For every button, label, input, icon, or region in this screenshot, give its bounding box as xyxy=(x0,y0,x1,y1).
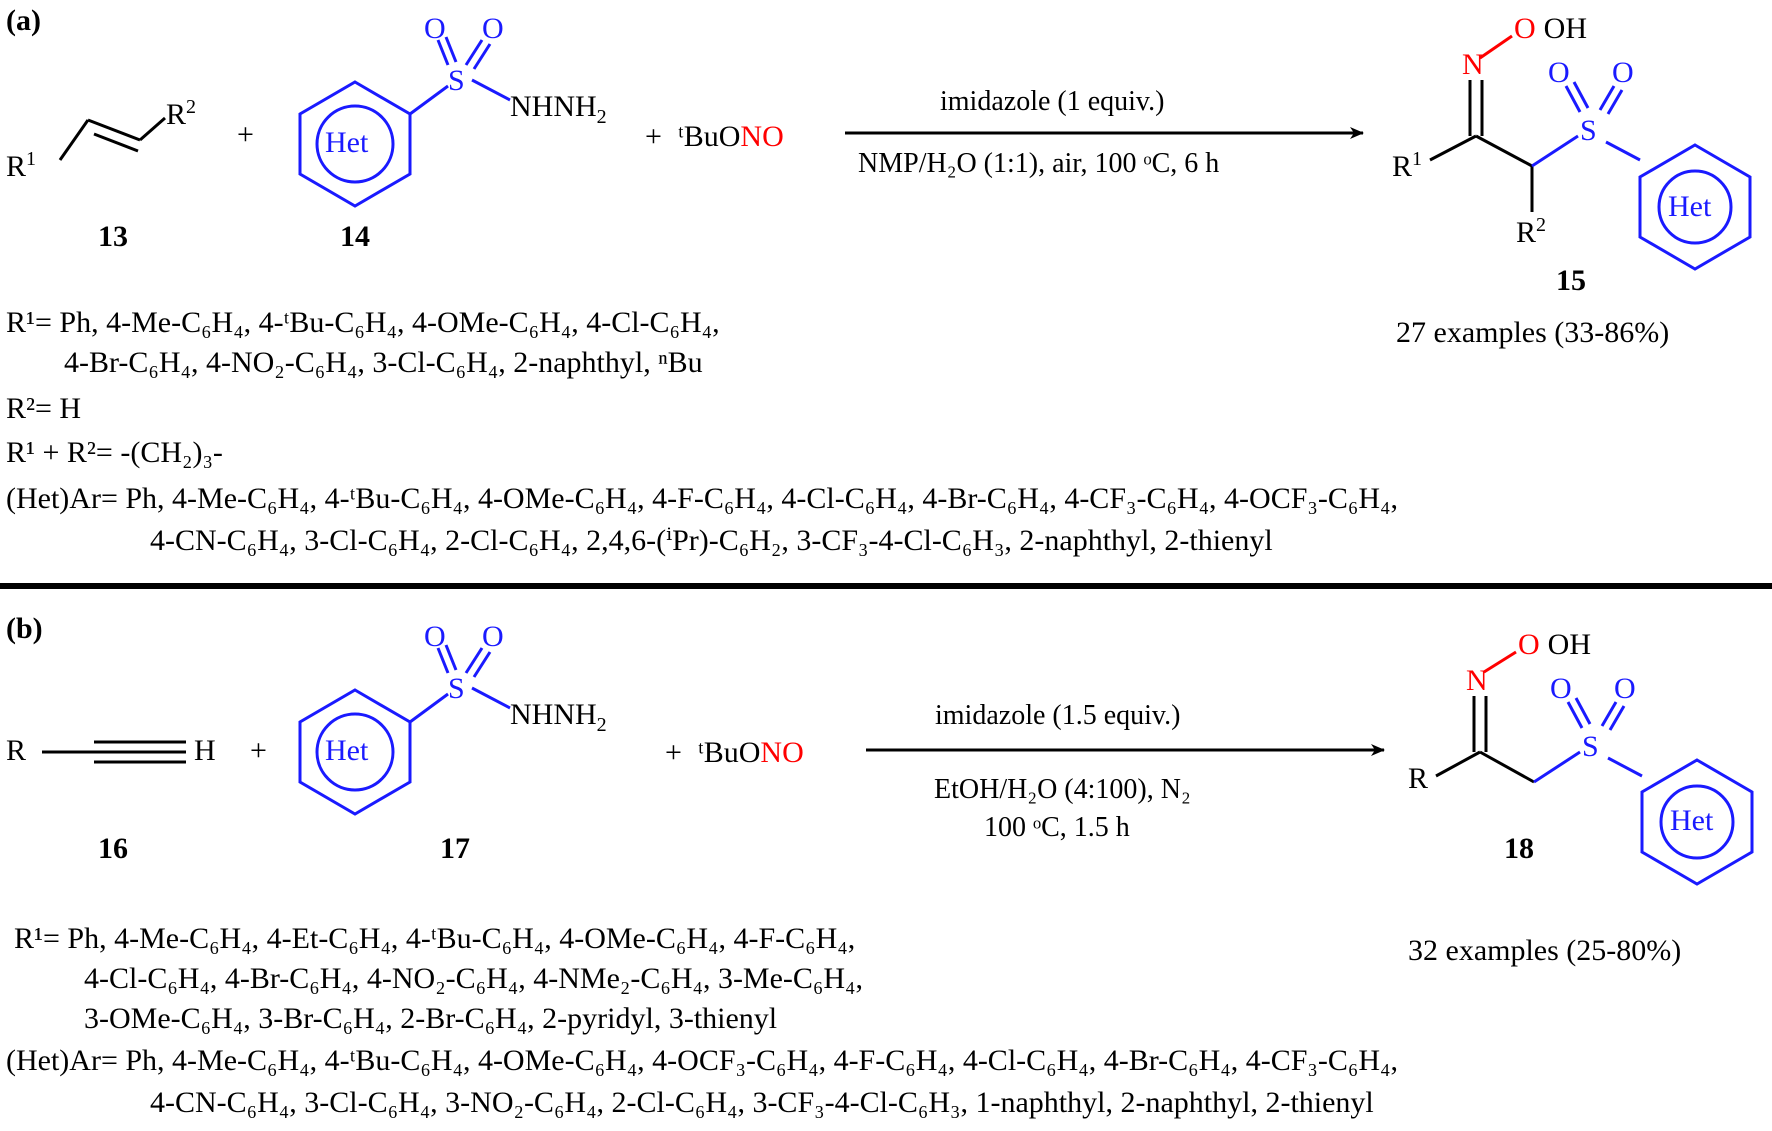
product-15-oxygen-a: O xyxy=(1548,56,1570,89)
scope-a-ar-line1: (Het)Ar= Ph, 4-Me-C₆H₄, 4-ᵗBu-C₆H₄, 4-OM… xyxy=(6,482,1398,515)
panel-a-tag: (a) xyxy=(6,4,41,37)
benzene-ring-18 xyxy=(1640,758,1754,886)
product-15-skeleton xyxy=(1429,80,1534,212)
compound-label-16: 16 xyxy=(98,832,128,865)
conditions-b-mid: EtOH/H₂O (4:100), N₂ xyxy=(934,774,1191,805)
product-15-nitrogen: N xyxy=(1462,48,1484,81)
tert-butyl-nitrite-b: ᵗBuONO xyxy=(698,736,804,769)
hydrazide-14: NHNH2 xyxy=(510,90,607,128)
scope-a-r1-line2: 4-Br-C₆H₄, 4-NO₂-C₆H₄, 3-Cl-C₆H₄, 2-naph… xyxy=(64,346,703,379)
scope-b-r1-line3: 3-OMe-C₆H₄, 3-Br-C₆H₄, 2-Br-C₆H₄, 2-pyri… xyxy=(84,1002,778,1035)
scope-b-r1-line2: 4-Cl-C₆H₄, 4-Br-C₆H₄, 4-NO₂-C₆H₄, 4-NMe₂… xyxy=(84,962,864,995)
alkyne-16 xyxy=(42,740,186,764)
het-label-14: Het xyxy=(325,126,369,159)
scope-b-r1-line1: R¹= Ph, 4-Me-C₆H₄, 4-Et-C₆H₄, 4-ᵗBu-C₆H₄… xyxy=(14,922,856,955)
product-18-oxygen-a: O xyxy=(1550,672,1572,705)
panel-divider xyxy=(0,583,1772,589)
examples-a: 27 examples (33-86%) xyxy=(1396,316,1670,349)
conditions-b-top: imidazole (1.5 equiv.) xyxy=(935,700,1181,731)
conditions-a-bottom: NMP/H₂O (1:1), air, 100 ᵒC, 6 h xyxy=(858,148,1220,179)
scope-a-r1r2: R¹ + R²= -(CH₂)₃- xyxy=(6,436,223,469)
scope-a-ar-line2: 4-CN-C₆H₄, 3-Cl-C₆H₄, 2-Cl-C₆H₄, 2,4,6-(… xyxy=(150,524,1273,557)
product-15-r1: R1 xyxy=(1392,148,1423,183)
scope-a-r2: R²= H xyxy=(6,392,82,425)
product-18-skeleton xyxy=(1435,696,1535,784)
compound-label-17: 17 xyxy=(440,832,470,865)
product-18-nitrogen: N xyxy=(1466,664,1488,697)
plus-sign-a2: + xyxy=(645,120,662,153)
tert-butyl-nitrite-a: ᵗBuONO xyxy=(678,120,784,153)
sulfonyl-oxygen-17b: O xyxy=(482,620,504,653)
sulfur-14: S xyxy=(448,64,465,97)
benzene-ring-15 xyxy=(1638,143,1752,271)
product-18-sulfur: S xyxy=(1582,730,1599,763)
alkyne-h-label: H xyxy=(194,734,216,767)
conditions-a-top: imidazole (1 equiv.) xyxy=(940,86,1165,117)
scope-b-ar-line2: 4-CN-C₆H₄, 3-Cl-C₆H₄, 3-NO₂-C₆H₄, 2-Cl-C… xyxy=(150,1086,1374,1119)
het-label-17: Het xyxy=(325,734,369,767)
product-18-oxime xyxy=(1483,650,1517,674)
plus-sign-a1: + xyxy=(237,118,254,151)
product-15-sulfonyl xyxy=(1531,81,1641,168)
panel-b-tag: (b) xyxy=(6,612,43,645)
examples-b: 32 examples (25-80%) xyxy=(1408,934,1682,967)
sulfonyl-oxygen-17a: O xyxy=(424,620,446,653)
product-18-r: R xyxy=(1408,762,1429,795)
compound-label-18: 18 xyxy=(1504,832,1534,865)
het-label-18: Het xyxy=(1670,804,1714,837)
product-18-oxygen-b: O xyxy=(1614,672,1636,705)
product-15-oxime xyxy=(1479,34,1513,60)
scope-a-r1-line1: R¹= Ph, 4-Me-C₆H₄, 4-ᵗBu-C₆H₄, 4-OMe-C₆H… xyxy=(6,306,720,339)
alkene-r1-label: R1 xyxy=(6,148,37,183)
sulfonyl-oxygen-14a: O xyxy=(424,12,446,45)
product-15-sulfur: S xyxy=(1580,114,1597,147)
het-label-15: Het xyxy=(1668,190,1712,223)
hydrazide-17: NHNH2 xyxy=(510,698,607,736)
compound-label-15: 15 xyxy=(1556,264,1586,297)
sulfur-17: S xyxy=(448,672,465,705)
product-15-r2: R2 xyxy=(1516,214,1547,249)
sulfonyl-bonds-14 xyxy=(409,36,511,116)
plus-sign-b1: + xyxy=(250,734,267,767)
product-15-oxygen-b: O xyxy=(1612,56,1634,89)
alkyne-r-label: R xyxy=(6,734,27,767)
plus-sign-b2: + xyxy=(665,736,682,769)
compound-label-13: 13 xyxy=(98,220,128,253)
sulfonyl-oxygen-14b: O xyxy=(482,12,504,45)
alkene-13 xyxy=(58,116,166,161)
compound-label-14: 14 xyxy=(340,220,370,253)
alkene-r2-label: R2 xyxy=(166,96,197,131)
sulfonyl-bonds-17 xyxy=(409,644,511,724)
product-18-sulfonyl xyxy=(1533,697,1643,784)
scope-b-ar-line1: (Het)Ar= Ph, 4-Me-C₆H₄, 4-ᵗBu-C₆H₄, 4-OM… xyxy=(6,1044,1398,1077)
conditions-b-bottom: 100 ᵒC, 1.5 h xyxy=(984,812,1130,843)
